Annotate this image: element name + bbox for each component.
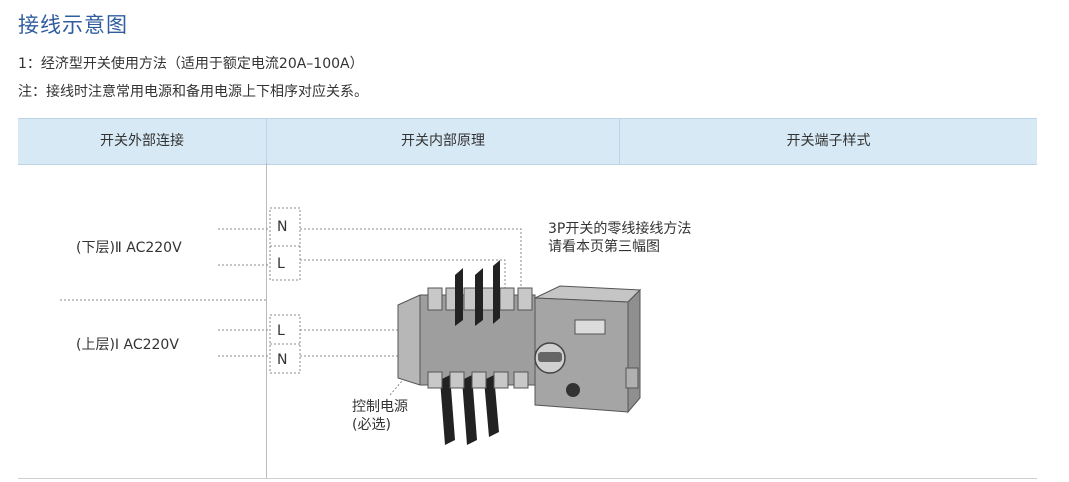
page-title: 接线示意图 (18, 13, 128, 37)
wiring-note: 注：接线时注意常用电源和备用电源上下相序对应关系。 (18, 84, 368, 100)
neutral-note-line2: 请看本页第三幅图 (548, 239, 660, 255)
column-divider (619, 119, 620, 164)
upper-layer-label: (上层)Ⅰ AC220V (76, 337, 179, 353)
terminal-l-upper: L (277, 323, 285, 339)
switch-illustration (397, 260, 642, 445)
table-bottom-border (18, 478, 1037, 479)
column-divider (266, 119, 267, 164)
control-power-required: (必选) (352, 417, 391, 433)
terminal-n-upper: N (277, 352, 288, 368)
neutral-note-line1: 3P开关的零线接线方法 (548, 221, 692, 237)
usage-note: 1：经济型开关使用方法（适用于额定电流20A–100A） (18, 56, 364, 72)
table-header: 开关外部连接 开关内部原理 开关端子样式 (18, 118, 1037, 165)
col-terminal-style: 开关端子样式 (786, 133, 871, 149)
terminal-n-lower: N (277, 219, 288, 235)
lower-layer-label: (下层)Ⅱ AC220V (76, 240, 182, 256)
column-divider-body (266, 163, 267, 479)
col-internal-principle: 开关内部原理 (401, 133, 485, 149)
control-power-label: 控制电源 (352, 399, 408, 415)
terminal-l-lower: L (277, 256, 285, 272)
col-external-connection: 开关外部连接 (100, 133, 184, 149)
